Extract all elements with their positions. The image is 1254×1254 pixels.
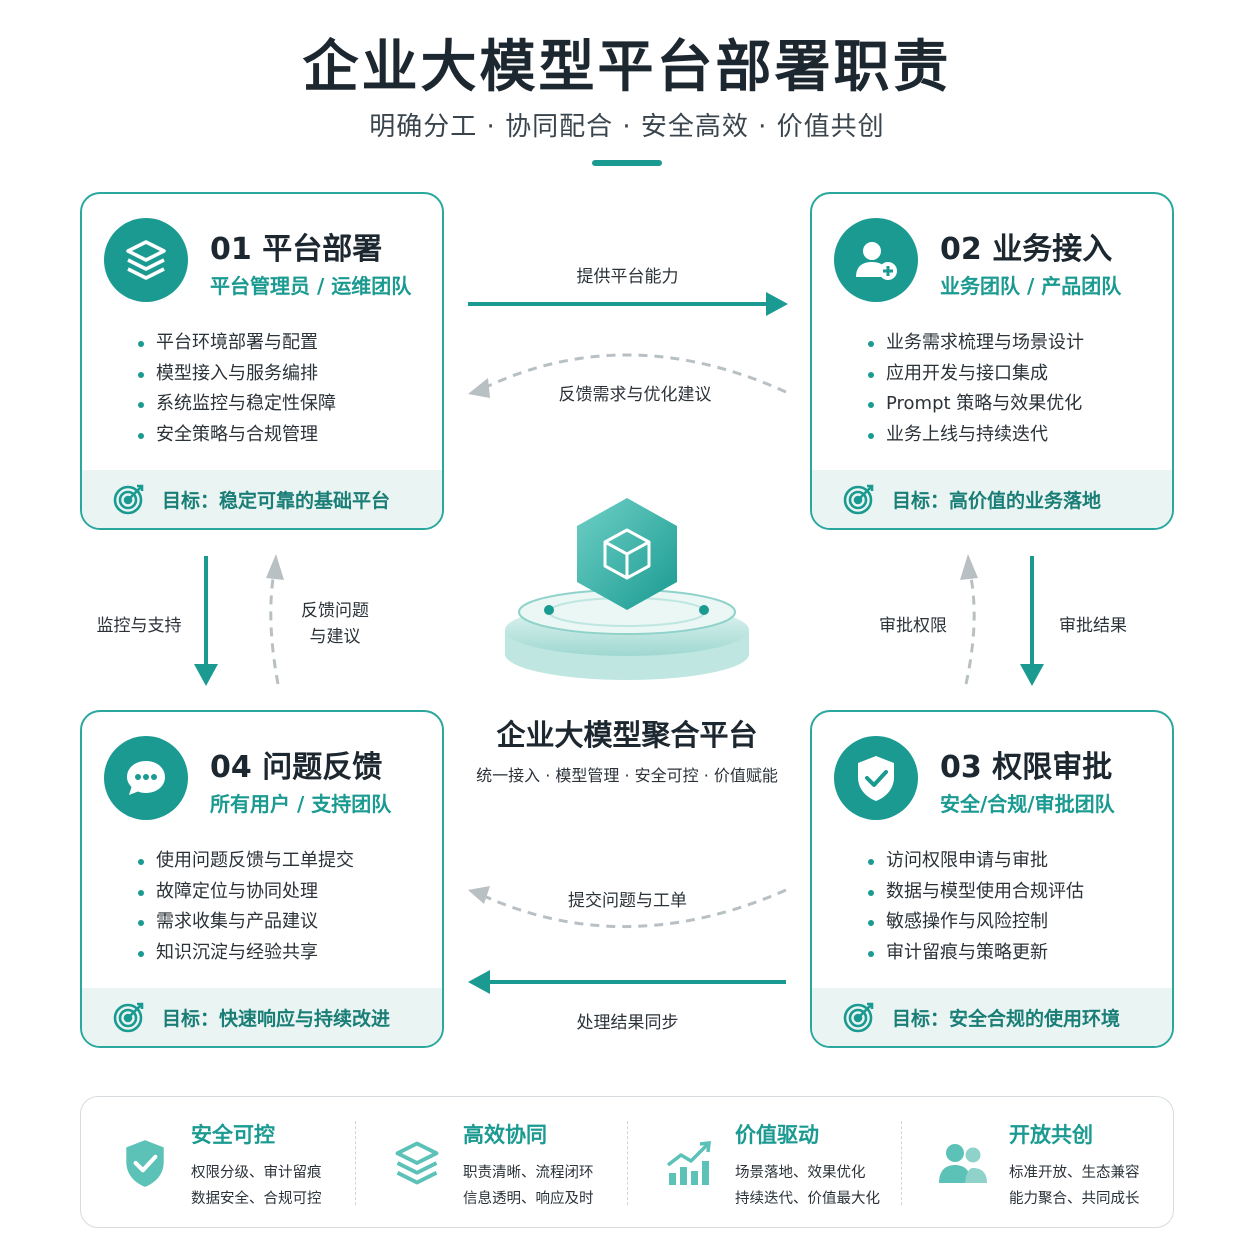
goal-bar: 目标：安全合规的使用环境	[812, 988, 1172, 1046]
card-role: 业务团队 / 产品团队	[940, 274, 1122, 298]
list-item: 故障定位与协同处理	[138, 877, 354, 908]
center-title: 企业大模型聚合平台	[496, 718, 758, 752]
goal-bar: 目标：快速响应与持续改进	[82, 988, 442, 1046]
growth-chart-icon	[661, 1135, 717, 1191]
card-title: 04 问题反馈	[210, 750, 383, 785]
list-item: 安全策略与合规管理	[138, 420, 336, 451]
goal-text: 目标：安全合规的使用环境	[892, 1007, 1121, 1030]
users-icon	[935, 1135, 991, 1191]
target-icon	[113, 484, 144, 515]
arrow-monitor-support	[194, 556, 218, 686]
feature-title: 开放共创	[1009, 1123, 1093, 1147]
list-item: 需求收集与产品建议	[138, 907, 354, 938]
chat-bubble-icon	[104, 736, 188, 820]
feature-line: 信息透明、响应及时	[463, 1191, 594, 1207]
goal-bar: 目标：高价值的业务落地	[812, 470, 1172, 528]
card-role: 安全/合规/审批团队	[940, 792, 1115, 816]
list-item: 敏感操作与风险控制	[868, 907, 1084, 938]
feature-line: 数据安全、合规可控	[191, 1191, 322, 1207]
list-item: 知识沉淀与经验共享	[138, 938, 354, 969]
label-feedback-issues: 反馈问题 与建议	[301, 601, 369, 647]
shield-check-icon	[834, 736, 918, 820]
label-monitor-support: 监控与支持	[96, 616, 182, 636]
target-icon	[843, 1002, 874, 1033]
list-item: 使用问题反馈与工单提交	[138, 846, 354, 877]
list-item: 模型接入与服务编排	[138, 359, 336, 390]
layers-icon	[104, 218, 188, 302]
feature-line: 标准开放、生态兼容	[1009, 1165, 1140, 1181]
label-feedback-optimization: 反馈需求与优化建议	[558, 385, 712, 405]
card-permission-approval: 03 权限审批 安全/合规/审批团队 访问权限申请与审批 数据与模型使用合规评估…	[810, 710, 1174, 1048]
list-item: 业务需求梳理与场景设计	[868, 328, 1084, 359]
goal-text: 目标：稳定可靠的基础平台	[162, 489, 391, 512]
list-item: 业务上线与持续迭代	[868, 420, 1084, 451]
feature-line: 场景落地、效果优化	[735, 1165, 866, 1181]
list-item: 平台环境部署与配置	[138, 328, 336, 359]
feature-line: 持续迭代、价值最大化	[735, 1191, 880, 1207]
title-underline	[592, 160, 662, 166]
page-subtitle: 明确分工 · 协同配合 · 安全高效 · 价值共创	[369, 112, 885, 142]
label-approve-permission: 审批权限	[879, 616, 947, 636]
list-item: 系统监控与稳定性保障	[138, 389, 336, 420]
list-item: Prompt 策略与效果优化	[868, 389, 1084, 420]
list-item: 审计留痕与策略更新	[868, 938, 1084, 969]
goal-text: 目标：快速响应与持续改进	[162, 1007, 391, 1030]
layers-icon	[389, 1135, 445, 1191]
feature-line: 能力聚合、共同成长	[1009, 1191, 1140, 1207]
cube-icon	[603, 528, 651, 580]
label-provide-capability: 提供平台能力	[576, 267, 679, 287]
shield-check-icon	[117, 1135, 173, 1191]
goal-text: 目标：高价值的业务落地	[892, 489, 1102, 512]
user-plus-icon	[834, 218, 918, 302]
responsibility-list: 访问权限申请与审批 数据与模型使用合规评估 敏感操作与风险控制 审计留痕与策略更…	[868, 846, 1084, 969]
list-item: 数据与模型使用合规评估	[868, 877, 1084, 908]
card-role: 平台管理员 / 运维团队	[210, 274, 412, 298]
feature-secure-controllable: 安全可控 权限分级、审计留痕 数据安全、合规可控	[117, 1097, 347, 1229]
target-icon	[113, 1002, 144, 1033]
responsibility-list: 平台环境部署与配置 模型接入与服务编排 系统监控与稳定性保障 安全策略与合规管理	[138, 328, 336, 451]
label-approval-result: 审批结果	[1059, 616, 1127, 636]
center-subtitle: 统一接入 · 模型管理 · 安全可控 · 价值赋能	[476, 766, 778, 785]
card-title: 02 业务接入	[940, 232, 1113, 267]
label-submit-ticket: 提交问题与工单	[568, 891, 687, 911]
target-icon	[843, 484, 874, 515]
feature-title: 安全可控	[191, 1123, 275, 1147]
list-item: 应用开发与接口集成	[868, 359, 1084, 390]
feature-line: 职责清晰、流程闭环	[463, 1165, 594, 1181]
feature-efficient-collaboration: 高效协同 职责清晰、流程闭环 信息透明、响应及时	[389, 1097, 619, 1229]
label-result-sync: 处理结果同步	[576, 1013, 679, 1033]
responsibility-list: 使用问题反馈与工单提交 故障定位与协同处理 需求收集与产品建议 知识沉淀与经验共…	[138, 846, 354, 969]
page-title: 企业大模型平台部署职责	[302, 35, 952, 100]
list-item: 访问权限申请与审批	[868, 846, 1084, 877]
feature-title: 高效协同	[463, 1123, 547, 1147]
card-issue-feedback: 04 问题反馈 所有用户 / 支持团队 使用问题反馈与工单提交 故障定位与协同处…	[80, 710, 444, 1048]
feature-value-driven: 价值驱动 场景落地、效果优化 持续迭代、价值最大化	[661, 1097, 891, 1229]
divider	[355, 1121, 356, 1205]
arrow-feedback-up	[266, 554, 284, 685]
card-platform-deploy: 01 平台部署 平台管理员 / 运维团队 平台环境部署与配置 模型接入与服务编排…	[80, 192, 444, 530]
card-business-access: 02 业务接入 业务团队 / 产品团队 业务需求梳理与场景设计 应用开发与接口集…	[810, 192, 1174, 530]
card-title: 01 平台部署	[210, 232, 383, 267]
responsibility-list: 业务需求梳理与场景设计 应用开发与接口集成 Prompt 策略与效果优化 业务上…	[868, 328, 1084, 451]
divider	[627, 1121, 628, 1205]
features-panel: 安全可控 权限分级、审计留痕 数据安全、合规可控 高效协同 职责清晰、流程闭环 …	[80, 1096, 1174, 1228]
feature-line: 权限分级、审计留痕	[191, 1165, 322, 1181]
feature-title: 价值驱动	[735, 1123, 819, 1147]
arrow-approval-result	[1020, 556, 1044, 686]
card-title: 03 权限审批	[940, 750, 1113, 785]
platform-illustration	[505, 498, 749, 680]
arrow-approval-up	[960, 554, 978, 685]
goal-bar: 目标：稳定可靠的基础平台	[82, 470, 442, 528]
card-role: 所有用户 / 支持团队	[210, 792, 392, 816]
divider	[901, 1121, 902, 1205]
arrow-platform-to-business	[468, 292, 788, 316]
arrow-result-sync	[468, 970, 786, 994]
feature-open-cocreation: 开放共创 标准开放、生态兼容 能力聚合、共同成长	[935, 1097, 1165, 1229]
